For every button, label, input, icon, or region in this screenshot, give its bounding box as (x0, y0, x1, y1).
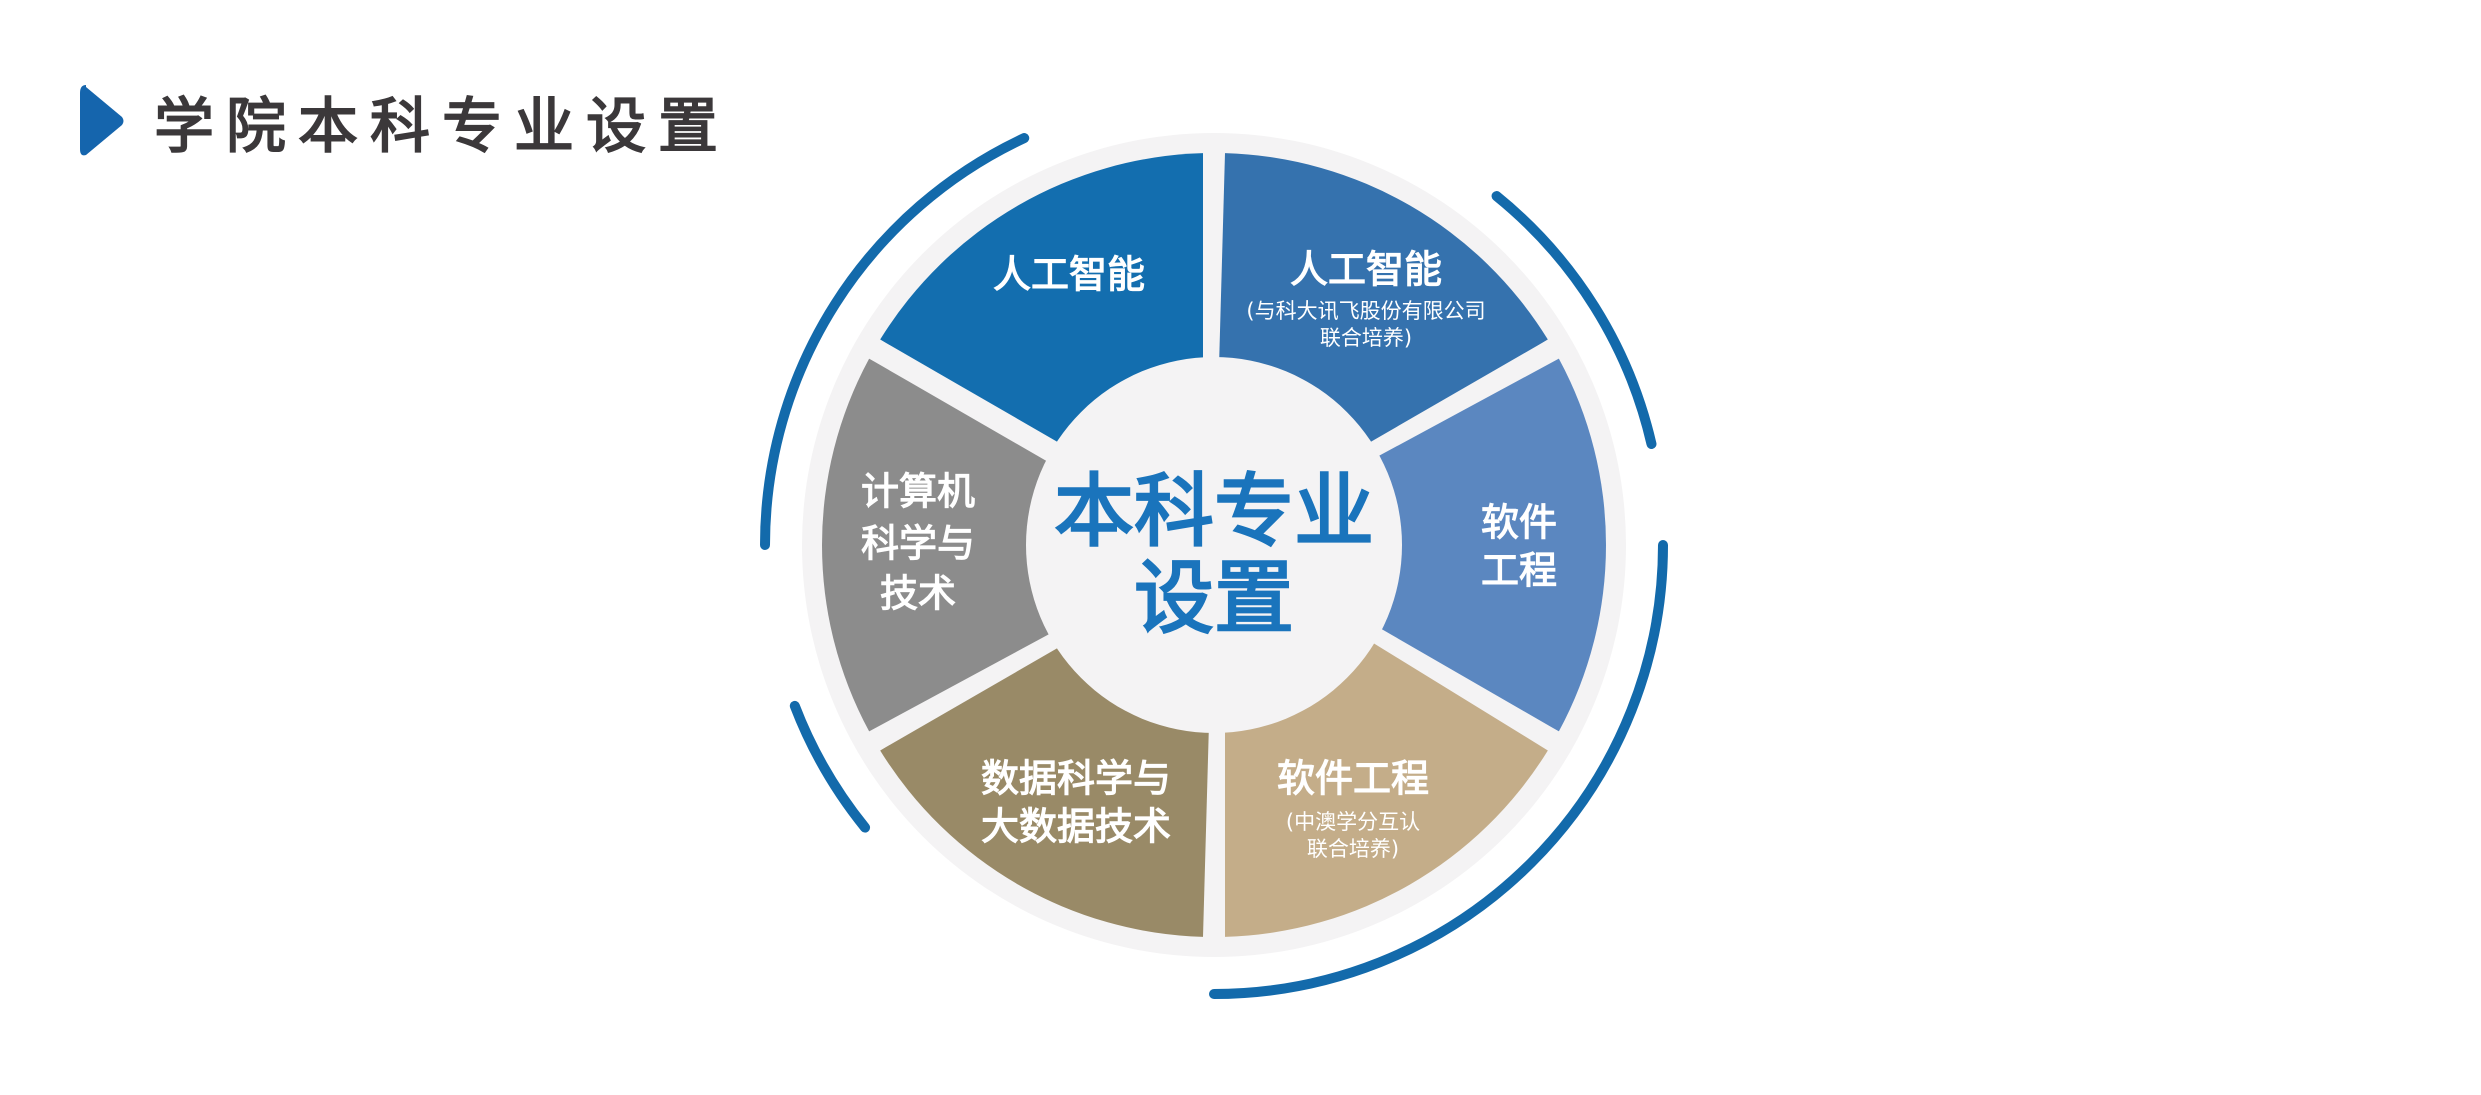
segment-sublabel-software-eng-joint-2: 联合培养) (1307, 837, 1399, 861)
segment-label-cs-3: 技术 (880, 572, 956, 616)
page-title: 学院本科专业设置 (154, 91, 730, 162)
segment-sublabel-software-eng-joint-1: (中澳学分互认 (1286, 810, 1420, 834)
segment-sublabel-ai-iflytek-2: 联合培养) (1320, 326, 1412, 350)
segment-label-data-science-1: 数据科学与 (981, 757, 1171, 801)
segment-cs (821, 358, 1214, 732)
segment-label-ai-iflytek: 人工智能 (1290, 248, 1442, 292)
decorative-arc (1491, 191, 1657, 449)
segment-label-software-eng-1: 软件 (1481, 501, 1557, 545)
segment-label-cs-2: 科学与 (861, 522, 975, 566)
center-title-line1: 本科专业 (1054, 465, 1374, 558)
segment-sublabel-ai-iflytek-1: (与科大讯飞股份有限公司 (1246, 299, 1485, 323)
segment-label-ai: 人工智能 (993, 253, 1145, 297)
center-hub (1026, 357, 1402, 733)
segment-label-software-eng-2: 工程 (1481, 549, 1557, 593)
triangle-arrow-icon (80, 85, 124, 156)
segment-label-cs-1: 计算机 (861, 470, 975, 514)
decorative-arc (760, 133, 1030, 550)
segment-label-data-science-2: 大数据技术 (981, 805, 1171, 849)
decorative-arc (789, 700, 871, 833)
center-title-line2: 设置 (1134, 552, 1294, 645)
segment-software-eng (1214, 358, 1606, 732)
segment-label-software-eng-joint: 软件工程 (1277, 757, 1429, 801)
decorative-arc (1209, 540, 1668, 999)
section-header: 学院本科专业设置 (80, 84, 730, 162)
